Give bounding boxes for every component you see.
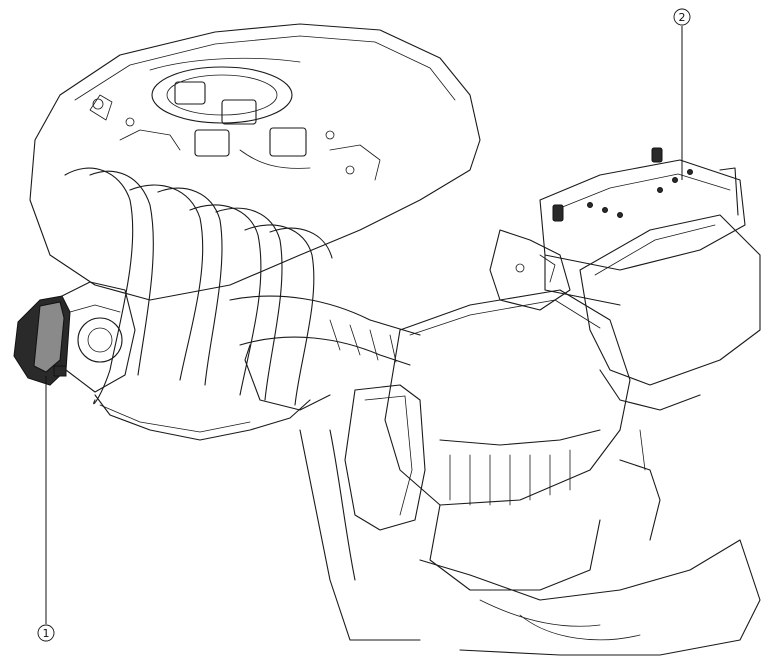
air-cleaner: [384, 289, 631, 591]
battery: [539, 147, 746, 306]
callout-1: 1: [37, 376, 55, 642]
transmission: [419, 429, 761, 656]
callout-2: 2: [673, 8, 691, 180]
component-1: [13, 281, 136, 393]
intake-duct: [229, 295, 421, 411]
callout-2-label: 2: [679, 11, 686, 24]
intake-manifold: [64, 167, 333, 441]
callout-1-label: 1: [43, 627, 50, 640]
engine-cover: [29, 23, 481, 301]
resonator: [299, 384, 426, 641]
relay-box: [489, 214, 761, 411]
